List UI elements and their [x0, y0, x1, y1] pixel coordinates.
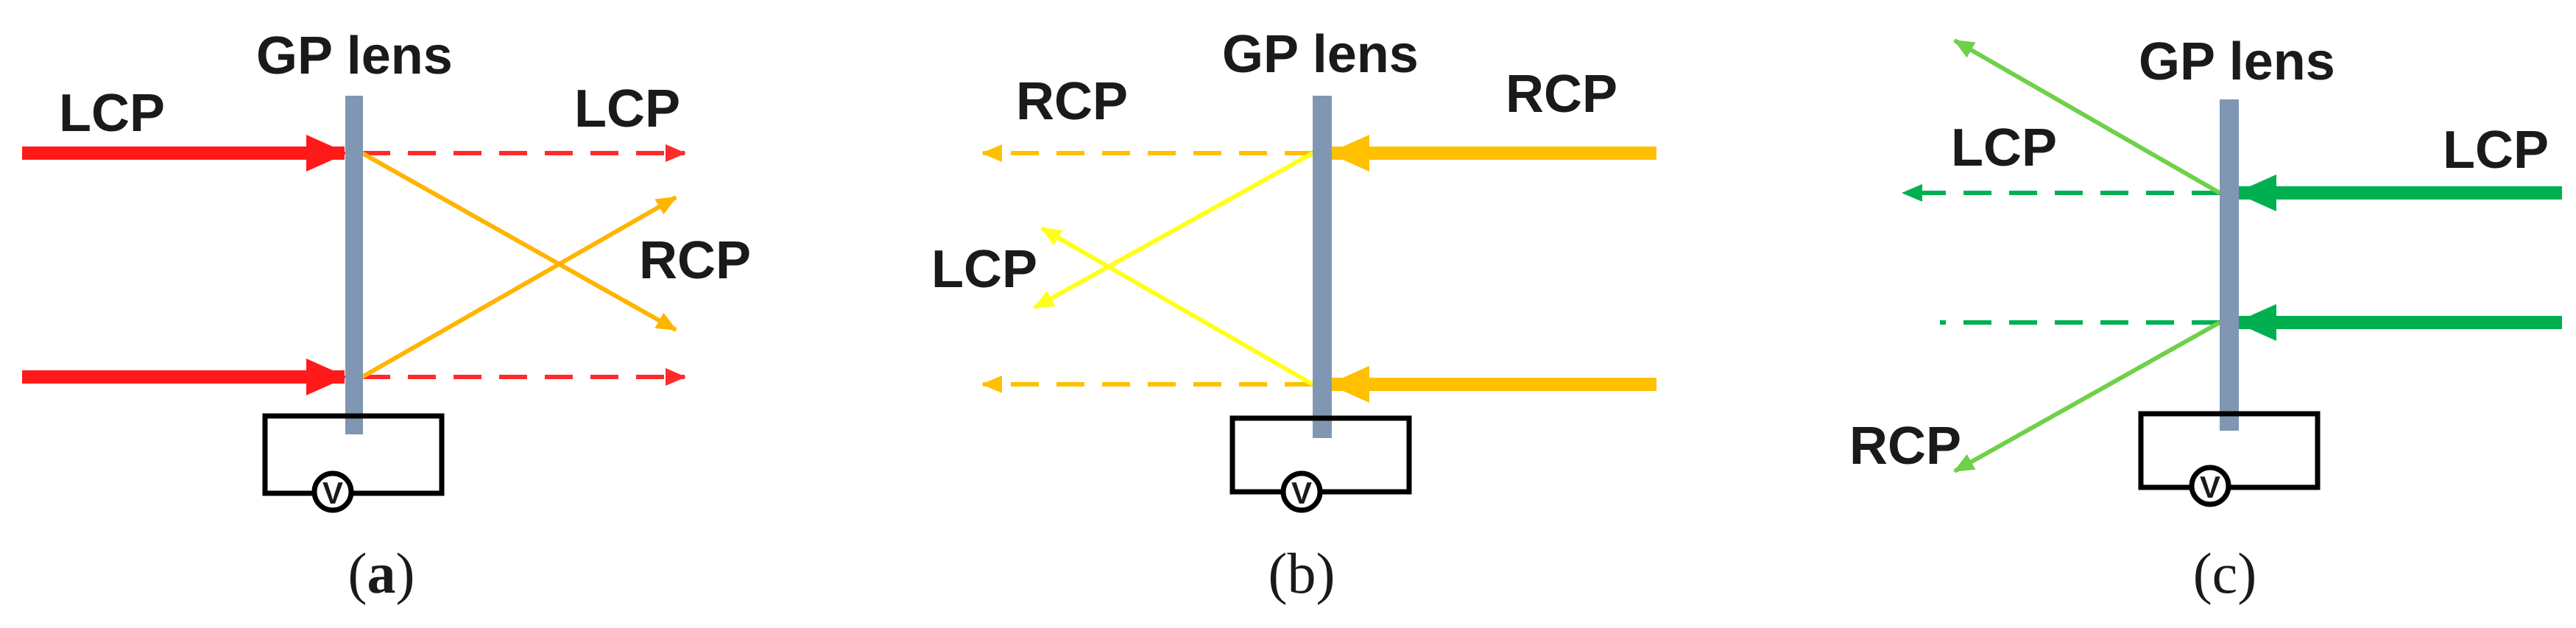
panel-b-input-label: RCP	[1506, 65, 1617, 124]
panel-b-cross-beam-up	[1040, 226, 1314, 387]
panel-a-cross-label: RCP	[639, 231, 751, 290]
panel-a-straight-label: LCP	[574, 80, 680, 138]
panel-c-caption: (c)	[2193, 541, 2257, 605]
panel-a-source-symbol: V	[322, 476, 343, 510]
panel-b-cross-label: LCP	[931, 240, 1037, 299]
panel-c-deflect-beam-down	[1953, 320, 2221, 473]
panel-b-title: GP lens	[1222, 25, 1419, 84]
panel-c-deflect-label: RCP	[1849, 417, 1961, 476]
panel-c-title: GP lens	[2139, 32, 2335, 91]
panel-a-cross-beam-down	[361, 151, 677, 332]
panel-a-gp-lens	[345, 96, 363, 434]
panel-c-deflect-beam-up	[1953, 38, 2221, 195]
panel-b-caption: (b)	[1268, 541, 1335, 605]
panel-c-straight-label: LCP	[1951, 119, 2057, 177]
panel-a-voltage-circuit-icon: V	[262, 413, 445, 513]
panel-b: GP lens RCP RCP LCP V (b)	[931, 25, 1656, 605]
panel-a-input-label: LCP	[59, 84, 165, 143]
panel-c: GP lens LCP LCP RCP V (c)	[1849, 32, 2562, 605]
panel-c-voltage-circuit-icon: V	[2138, 411, 2321, 507]
panel-c-input-label: LCP	[2443, 121, 2549, 180]
panel-a-caption: (a)	[348, 541, 415, 605]
panel-b-straight-label: RCP	[1016, 72, 1128, 131]
panel-c-source-symbol: V	[2200, 470, 2220, 504]
panel-b-gp-lens	[1313, 96, 1332, 438]
panel-a: GP lens LCP LCP RCP V (a)	[22, 27, 751, 605]
panel-b-cross-beam-down	[1033, 151, 1314, 310]
panel-b-voltage-circuit-icon: V	[1229, 415, 1412, 513]
panel-b-source-symbol: V	[1291, 476, 1312, 510]
panel-a-title: GP lens	[256, 27, 453, 85]
panel-a-cross-beam-up	[361, 195, 677, 379]
panel-c-gp-lens	[2220, 99, 2239, 431]
